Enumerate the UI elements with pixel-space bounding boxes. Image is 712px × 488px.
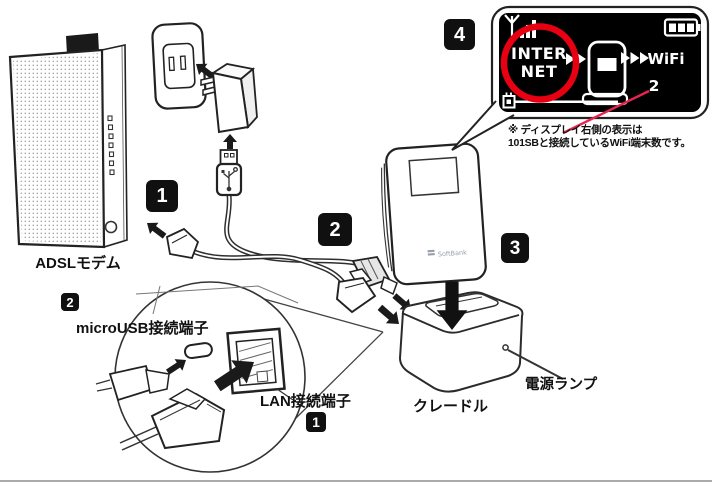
display-internet-line1: INTER	[511, 44, 567, 63]
ac-adapter-illustration	[200, 63, 258, 134]
lan-insert-arrow	[214, 360, 254, 392]
plug-direction-arrow	[196, 63, 216, 80]
power-lamp-dot	[502, 344, 509, 351]
power-lamp-label: 電源ランプ	[525, 377, 598, 393]
display-callout-bubble: INTER NET WiFi 2	[451, 5, 710, 151]
display-wifi-label: WiFi	[647, 50, 684, 68]
lan-port-label: LAN接続端子	[260, 393, 351, 410]
cradle-direction-arrow-2	[377, 304, 399, 324]
modem-button	[104, 220, 118, 234]
display-internet-line2: NET	[521, 62, 558, 81]
microusb-step-badge: 2	[61, 293, 79, 311]
cradle-label: クレードル	[413, 398, 489, 415]
microusb-insert-arrow	[166, 359, 186, 375]
internet-highlight-circle	[500, 23, 580, 103]
rj45-connector-end	[335, 268, 377, 314]
step-badge-2: 2	[318, 213, 352, 246]
usb-trident-icon	[221, 167, 238, 192]
power-outlet-illustration	[151, 22, 207, 110]
note-pointer-line	[562, 89, 650, 135]
softbank-logo: SoftBank	[427, 248, 468, 258]
microusb-port-label: microUSB接続端子	[76, 320, 209, 337]
up-arrow	[223, 134, 237, 149]
modem-direction-arrow	[147, 222, 167, 239]
bubble-tail	[451, 100, 515, 151]
lan-cable	[189, 248, 345, 284]
step-badge-1: 1	[146, 180, 178, 212]
router-device-illustration: SoftBank	[381, 142, 487, 286]
display-note-line1: ※ ディスプレイ右側の表示は	[508, 124, 643, 136]
dock-down-arrow	[436, 281, 468, 330]
battery-icon	[663, 18, 701, 37]
rj45-plug-to-modem	[147, 222, 200, 260]
modem-led-indicators	[107, 115, 115, 176]
bottom-divider	[0, 480, 712, 482]
step-badge-3: 3	[501, 233, 529, 263]
lan-label-leader	[276, 388, 294, 401]
svg-text:SoftBank: SoftBank	[438, 248, 468, 258]
adsl-modem-label: ADSLモデム	[35, 255, 121, 272]
step-badge-4: 4	[444, 19, 475, 50]
rj45-plug-zoomed	[119, 388, 226, 451]
microusb-connector-end	[351, 256, 398, 296]
microusb-port	[184, 342, 213, 360]
microusb-connector-zoomed	[95, 364, 170, 402]
router-icon	[581, 40, 629, 106]
adsl-modem-illustration	[8, 33, 128, 249]
power-lamp-leader	[507, 349, 564, 380]
usb-plug-illustration	[215, 134, 243, 197]
display-note: ※ ディスプレイ右側の表示は 101SBと接続しているWiFi端末数です。	[508, 124, 691, 150]
display-baseline	[514, 100, 618, 103]
router-screen	[408, 156, 460, 197]
display-note-line2: 101SBと接続しているWiFi端末数です。	[508, 137, 691, 149]
magnifier-callout	[95, 281, 384, 473]
display-wifi-count: 2	[649, 77, 660, 95]
lan-step-badge: 1	[306, 412, 326, 432]
usb-cable	[224, 192, 358, 266]
